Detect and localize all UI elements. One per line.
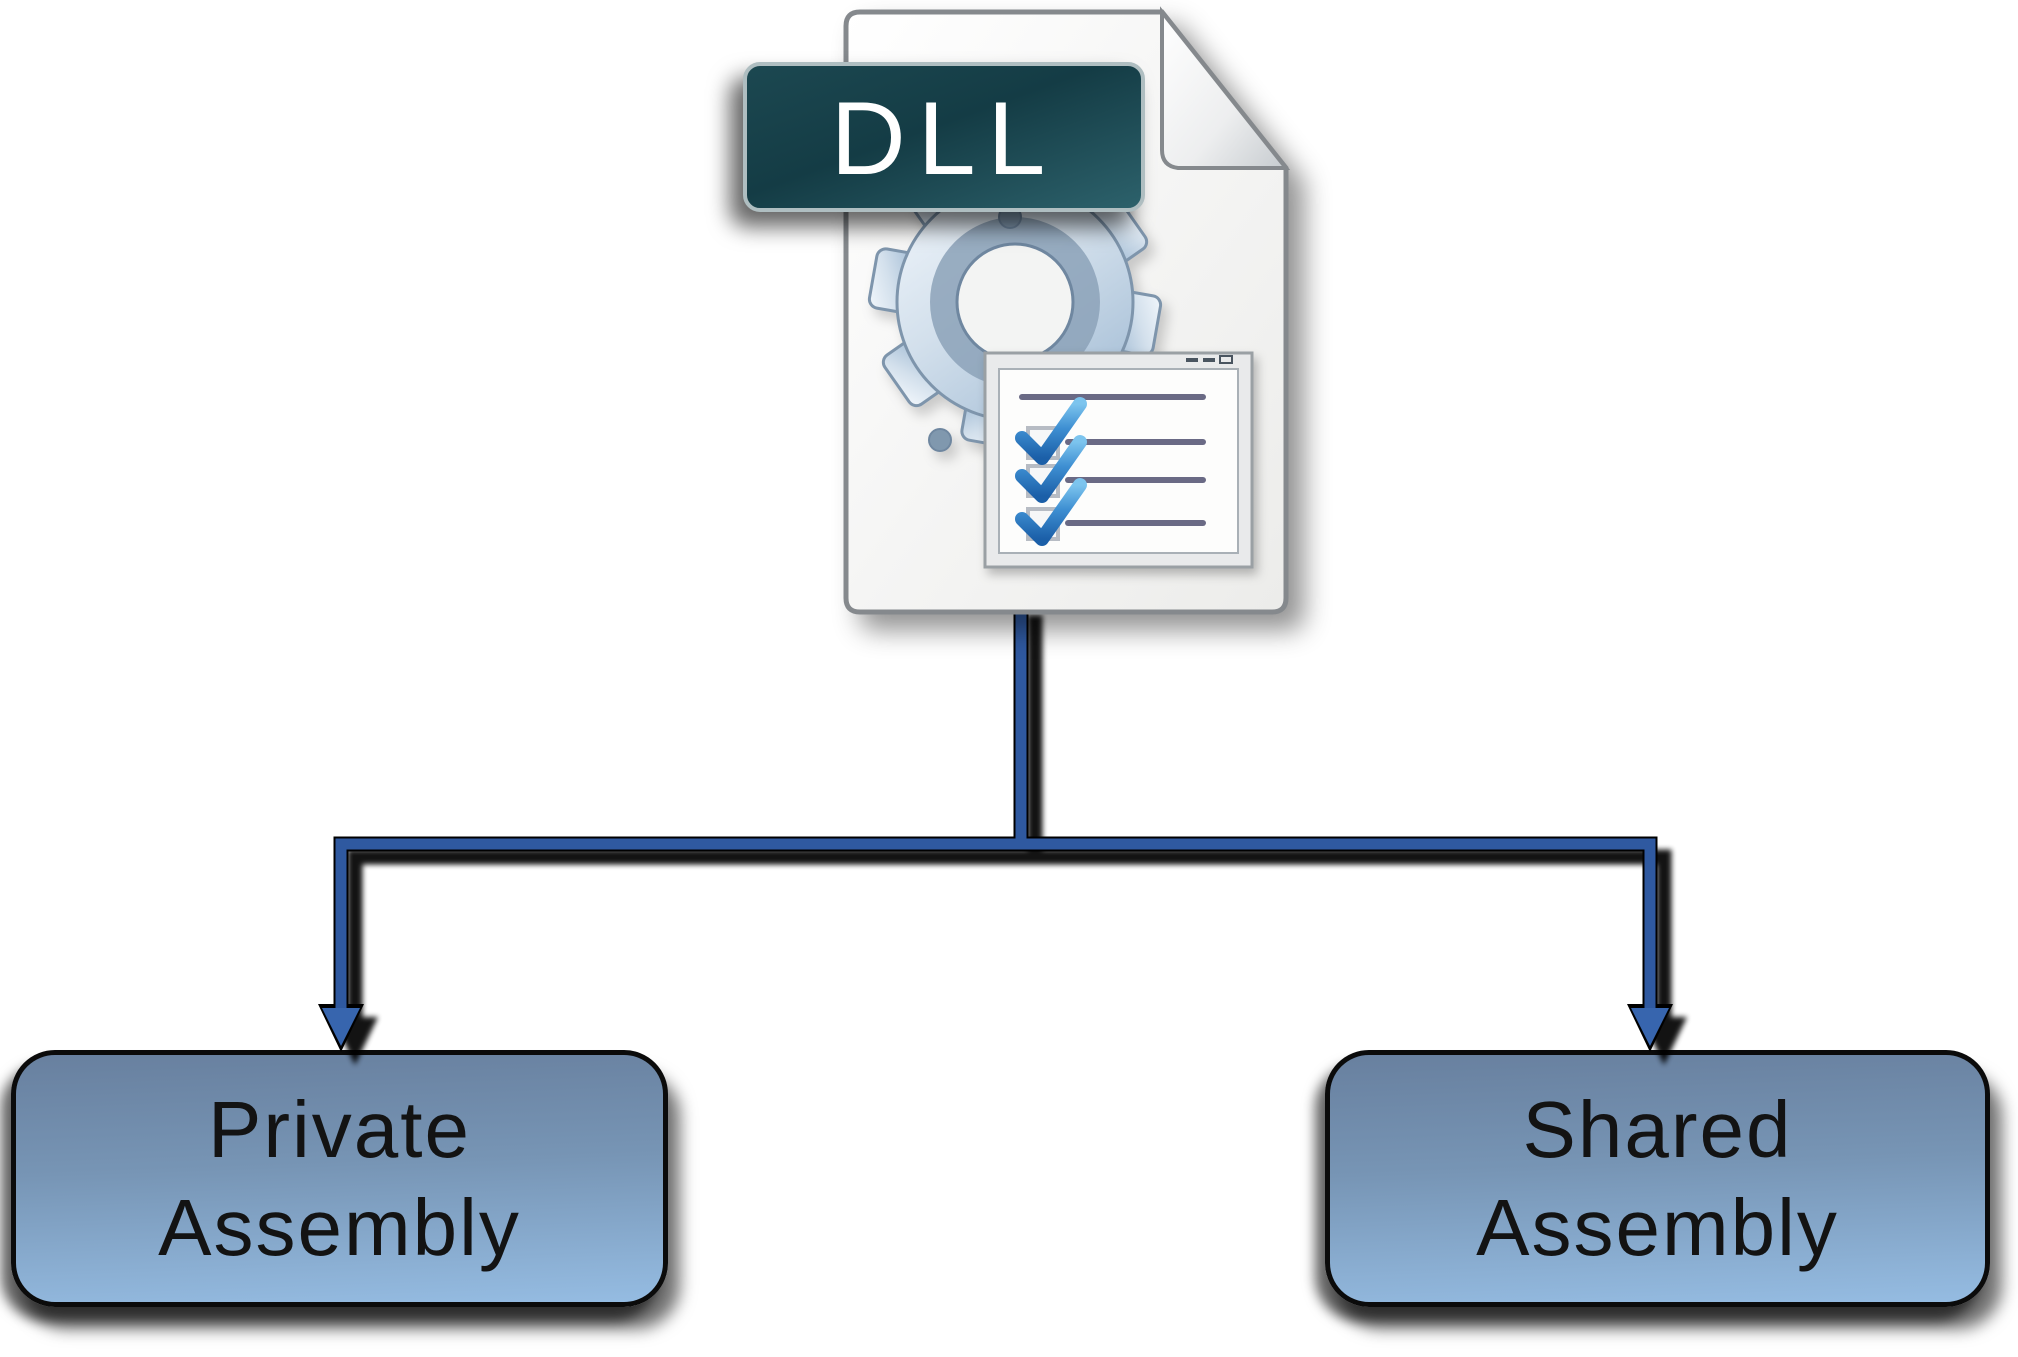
private-assembly-label-line1: Private — [208, 1084, 471, 1174]
connector-tree — [318, 600, 1687, 1065]
connector-blue — [322, 600, 1669, 1046]
document-page-icon — [843, 6, 1291, 615]
connector-shadow — [332, 615, 1687, 1065]
private-assembly-label-line2: Assembly — [158, 1182, 521, 1272]
checkmark-icons — [1015, 397, 1087, 546]
checklist-lines — [1019, 394, 1206, 526]
checkbox-icons — [1026, 426, 1060, 541]
node-private-assembly: Private Assembly — [11, 1050, 668, 1307]
node-shared-assembly: Shared Assembly — [1325, 1050, 1990, 1307]
dll-badge-label: DLL — [831, 81, 1058, 197]
connector-branches — [335, 838, 1656, 1010]
arrow-down-icon-right — [1631, 1008, 1669, 1046]
shared-assembly-label-line2: Assembly — [1476, 1182, 1839, 1272]
shared-assembly-label-line1: Shared — [1522, 1084, 1793, 1174]
gear-hole-top — [998, 205, 1022, 229]
dll-file-icon: DLL — [743, 6, 1291, 615]
window-controls-icon — [1186, 355, 1233, 364]
dll-badge: DLL — [743, 62, 1145, 212]
checklist-icon — [983, 351, 1254, 569]
page-fold-corner — [1160, 6, 1291, 170]
gear-icon — [867, 154, 1163, 452]
gear-hole-bottom — [928, 428, 952, 452]
connector-outline — [318, 602, 1673, 1052]
arrow-down-icon-left — [322, 1008, 360, 1046]
